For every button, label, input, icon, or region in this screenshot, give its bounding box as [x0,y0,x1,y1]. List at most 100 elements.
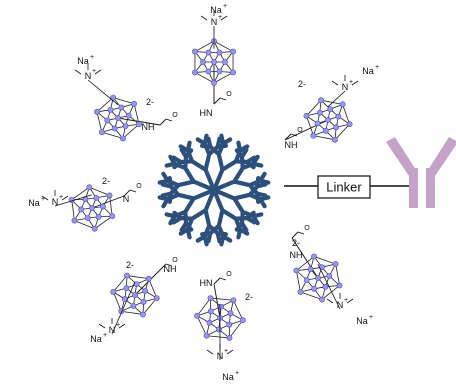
cage-vertex [124,272,130,279]
cage-vertex [230,69,236,76]
cage-vertex [191,69,198,76]
n-cage-bond [54,194,93,207]
cage-vertex [332,261,339,267]
cage-vertex [303,112,310,119]
cage-vertex [332,136,338,143]
cage-vertex [222,59,228,65]
cage-charge: 2- [126,260,134,270]
amide-bond [297,231,305,235]
cage-vertex [230,48,236,55]
cage-vertex [318,97,324,104]
cage-vertex [140,311,146,318]
dendrimer-branches [157,133,271,247]
cage-vertex [303,277,310,283]
tether-bond [91,195,125,209]
amide-label: NH [290,250,303,260]
methyl-bond [94,69,102,75]
cage-vertex [106,192,113,199]
carbonyl-o: O [297,127,303,134]
sodium-plus: + [369,314,373,321]
cage-edges [194,40,234,84]
cage-vertex [200,59,206,65]
cage-vertex [130,302,137,309]
carborane-unit-bottom-right: N+Na+2-ONH [290,225,374,326]
amide-bond [159,263,167,271]
cage-charge: 2- [102,176,110,186]
cage-vertex [71,217,78,224]
cage-vertex [115,115,121,121]
methyl-bond [220,15,228,21]
amide-label: NH [164,264,177,274]
cage-vertex [109,213,116,219]
cage-vertex [84,215,91,221]
cage-edges [112,275,158,315]
ammonium-plus: + [344,297,348,304]
cage-vertex [136,121,142,128]
cage-vertex [333,124,340,131]
cage-vertex [227,310,234,317]
methyl-bond [98,323,106,329]
sodium-label: Na [356,316,368,326]
cage-vertex [307,266,314,273]
n-cage-bond [327,90,346,108]
cage-vertex [203,332,210,339]
cage-vertex [207,308,214,315]
cage-vertex [226,321,233,328]
cage-vertex [205,49,212,56]
cage-vertex [325,117,331,123]
cage-vertex [153,295,160,301]
carbonyl-o: O [136,183,142,190]
cage-vertex [206,319,213,326]
n-cage-bond [111,281,136,335]
cage-vertex [293,267,300,274]
ammonium-n: N [52,197,59,207]
cage-vertex [335,113,342,120]
amide-bond [219,277,227,281]
cage-edges [196,297,244,339]
ammonium-n: N [109,325,116,335]
carbonyl-o: O [304,225,310,232]
amide-bond [159,118,167,126]
ammonium-plus: + [224,348,228,355]
cage-charge: 2- [245,292,253,302]
cage-vertex [99,129,105,136]
cage-vertex [346,121,353,128]
carborane-unit-bottom-left: N+Na+2-ONH [90,257,178,344]
cage-vertex [145,275,152,282]
cage-vertex [120,135,126,142]
cage-vertex [216,68,223,75]
cage-vertex [216,49,223,56]
cage-vertex [205,68,212,75]
cage-vertex [122,123,129,129]
antibody-icon [386,137,456,208]
sodium-label: Na [210,5,222,15]
cage-vertex [327,106,334,113]
sodium-plus: + [223,3,227,10]
methyl-bond [206,349,214,355]
methyl-bond [351,80,359,86]
amide-bond [123,189,131,197]
methyl-bond [331,80,339,86]
sodium-label: Na [77,56,89,66]
amide-bond [284,133,292,141]
cage-vertex [191,48,198,55]
cage-vertex [211,59,217,65]
amide-label: NH [142,122,155,132]
tether-bond [284,119,329,141]
cage-charge: 2- [146,97,154,107]
amide-bond [213,277,221,285]
linker-box [317,175,371,199]
cage-vertex [104,117,111,124]
cage-vertex [86,184,93,191]
cage-vertex [100,203,106,210]
tether-bond [291,237,319,279]
amide-label: HN [200,278,213,288]
ammonium-plus: + [349,79,353,86]
cage-vertex [311,285,317,292]
cage-vertex [94,108,100,115]
sodium-plus: + [375,64,379,71]
tether-bond [213,283,221,319]
cage-edges [96,97,140,139]
cage-vertex [218,303,224,310]
sodium-label: Na [222,372,234,382]
